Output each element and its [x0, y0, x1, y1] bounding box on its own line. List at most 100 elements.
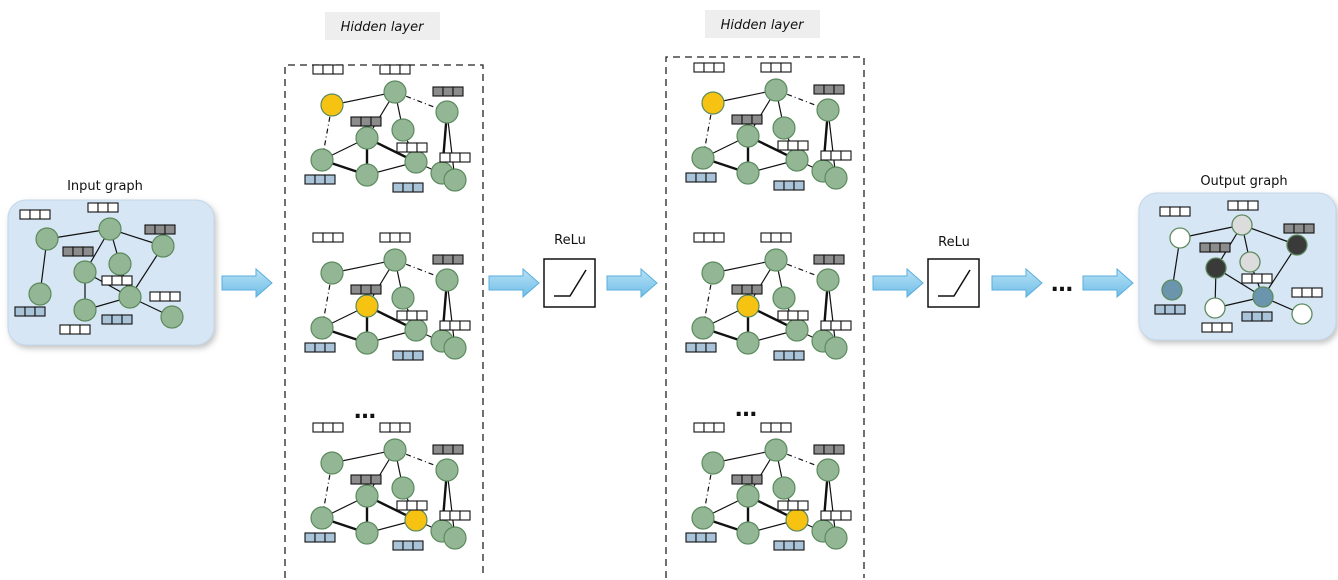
graph-node: [736, 331, 760, 355]
hidden-layer-2-graph-1: [685, 62, 852, 191]
feature-cell: [402, 350, 414, 361]
feature-cell: [830, 150, 842, 161]
feature-cell: [1199, 242, 1211, 253]
graph-node: [785, 318, 809, 342]
graph-node: [736, 294, 760, 318]
graph-node: [764, 248, 788, 272]
feature-cell: [396, 310, 408, 321]
graph-edge: [394, 449, 448, 471]
feature-cell: [24, 306, 36, 317]
feature-cell: [777, 140, 789, 151]
graph-node: [764, 78, 788, 102]
feature-cell: [449, 510, 461, 521]
feature-cell: [324, 342, 336, 353]
feature-cell: [773, 180, 785, 191]
graph-edge: [775, 259, 829, 281]
hidden-layer-1-ellipsis: …: [354, 399, 376, 424]
feature-cell: [399, 232, 411, 243]
feature-cell: [314, 532, 326, 543]
feature-cell: [111, 314, 123, 325]
hidden-layer-1-graph-1: [304, 64, 471, 193]
feature-cell: [820, 510, 832, 521]
feature-cell: [406, 310, 418, 321]
graph-node: [355, 294, 379, 318]
graph-node: [1239, 251, 1261, 273]
feature-cell: [793, 540, 805, 551]
graph-node: [785, 508, 809, 532]
feature-cell: [1164, 304, 1176, 315]
feature-cell: [773, 350, 785, 361]
hidden-layer-1-title: Hidden layer: [341, 20, 426, 35]
feature-cell: [350, 284, 362, 295]
output-graph-label: Output graph: [1200, 174, 1287, 189]
feature-cell: [324, 174, 336, 185]
graph-node: [404, 150, 428, 174]
feature-cell: [777, 500, 789, 511]
graph-node: [310, 316, 334, 340]
feature-cell: [144, 224, 156, 235]
feature-cell: [1303, 223, 1315, 234]
feature-cell: [1251, 273, 1263, 284]
graph-node: [1231, 214, 1253, 236]
feature-cell: [787, 140, 799, 151]
feature-cell: [370, 284, 382, 295]
feature-cell: [693, 232, 705, 243]
graph-node: [824, 526, 848, 550]
feature-cell: [770, 232, 782, 243]
feature-cell: [97, 202, 109, 213]
feature-cell: [751, 284, 763, 295]
feature-cell: [705, 342, 717, 353]
flow-arrow: [488, 267, 540, 299]
feature-cell: [412, 182, 424, 193]
feature-cell: [164, 224, 176, 235]
graph-node: [391, 476, 415, 500]
feature-cell: [459, 152, 471, 163]
feature-cell: [324, 532, 336, 543]
input-graph: [14, 202, 184, 335]
feature-cell: [741, 114, 753, 125]
feature-cell: [773, 540, 785, 551]
graph-node: [1286, 234, 1308, 256]
feature-cell: [396, 500, 408, 511]
graph-node: [1161, 279, 1183, 301]
feature-cell: [695, 342, 707, 353]
feature-cell: [432, 254, 444, 265]
graph-node: [73, 260, 97, 284]
graph-node: [772, 116, 796, 140]
graph-node: [320, 261, 344, 285]
feature-cell: [1227, 200, 1239, 211]
graph-node: [443, 168, 467, 192]
feature-cell: [370, 474, 382, 485]
feature-cell: [1169, 206, 1181, 217]
feature-cell: [703, 232, 715, 243]
feature-cell: [783, 350, 795, 361]
feature-cell: [392, 350, 404, 361]
feature-cell: [322, 422, 334, 433]
relu-2-box: [927, 258, 980, 308]
graph-node: [404, 318, 428, 342]
feature-cell: [159, 291, 171, 302]
feature-cell: [760, 422, 772, 433]
graph-node: [701, 261, 725, 285]
graph-edge: [702, 272, 714, 329]
feature-cell: [813, 254, 825, 265]
graph-edge: [775, 449, 829, 471]
feature-cell: [442, 444, 454, 455]
feature-cell: [1221, 322, 1233, 333]
graph-node: [435, 268, 459, 292]
graph-node: [435, 458, 459, 482]
feature-cell: [1241, 273, 1253, 284]
feature-cell: [379, 232, 391, 243]
feature-cell: [787, 310, 799, 321]
feature-cell: [459, 320, 471, 331]
graph-node: [404, 508, 428, 532]
graph-node: [691, 146, 715, 170]
feature-cell: [439, 510, 451, 521]
feature-cell: [452, 86, 464, 97]
feature-cell: [389, 64, 401, 75]
graph-node: [736, 161, 760, 185]
feature-cell: [780, 232, 792, 243]
graph-node: [736, 484, 760, 508]
graph-edge: [702, 102, 714, 159]
feature-cell: [751, 474, 763, 485]
